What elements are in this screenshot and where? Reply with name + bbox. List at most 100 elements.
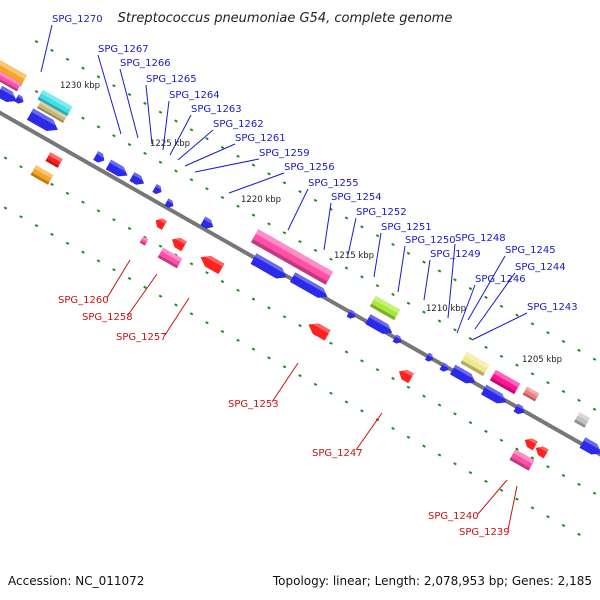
gene-label: SPG_1262 <box>213 119 264 130</box>
tick-mark <box>329 341 333 345</box>
gene-leader-line <box>474 272 516 330</box>
tick-mark <box>329 257 333 261</box>
tick-mark <box>484 345 488 350</box>
gene-label-group: SPG_1245 <box>467 245 556 321</box>
gene-label-group: SPG_1266 <box>119 58 171 139</box>
tick-mark <box>546 515 550 519</box>
gene-leader-line <box>477 479 508 515</box>
gene-label: SPG_1254 <box>331 192 382 203</box>
kbp-marker-label: 1210 kbp <box>426 304 466 314</box>
gene-leader-line <box>228 172 285 194</box>
gene-label: SPG_1270 <box>52 14 103 25</box>
gene-arrow <box>93 151 105 163</box>
tick-mark <box>453 278 457 282</box>
tick-mark <box>422 444 426 448</box>
tick-mark <box>189 178 194 182</box>
gene-block <box>369 295 401 321</box>
gene-label: SPG_1252 <box>356 207 407 218</box>
gene-label-group: SPG_1253 <box>228 362 299 410</box>
tick-mark <box>81 116 85 120</box>
tick-mark <box>19 165 23 169</box>
reverse-gene-labels: SPG_1260SPG_1258SPG_1257SPG_1253SPG_1247… <box>58 259 518 538</box>
tick-mark <box>406 251 411 255</box>
gene-leader-line <box>397 245 406 293</box>
tick-mark <box>267 172 271 176</box>
tick-mark <box>251 213 256 217</box>
tick-mark <box>437 403 442 407</box>
gene-arrow <box>424 352 434 362</box>
gene-block <box>30 165 54 185</box>
gene-arrow <box>200 216 214 229</box>
gene-arrow <box>392 334 402 344</box>
gene-arrow <box>0 85 17 103</box>
tick-mark <box>406 301 411 305</box>
tick-mark <box>50 48 54 53</box>
tick-mark <box>499 354 504 358</box>
gene-leader-line <box>145 84 153 145</box>
gene-block <box>45 152 63 168</box>
tick-mark <box>313 248 318 253</box>
tick-mark <box>127 226 132 231</box>
tick-mark <box>391 376 395 381</box>
accession-label: Accession: NC_011072 <box>8 574 144 588</box>
gene-label: SPG_1245 <box>505 245 556 256</box>
tick-mark <box>19 215 23 219</box>
tick-mark <box>406 435 411 439</box>
genome-stats-label: Topology: linear; Length: 2,078,953 bp; … <box>272 574 592 588</box>
gene-arrow <box>129 172 145 185</box>
gene-leader-line <box>194 158 260 173</box>
gene-leader-line <box>456 284 476 334</box>
gene-label-group: SPG_1252 <box>347 207 407 256</box>
tick-mark <box>282 365 287 369</box>
gene-leader-line <box>127 273 158 316</box>
tick-mark <box>127 92 132 97</box>
gene-arrow <box>14 94 24 104</box>
tick-mark <box>112 84 116 88</box>
tick-mark <box>530 506 535 510</box>
tick-mark <box>561 473 566 478</box>
tick-mark <box>592 357 597 361</box>
tick-mark <box>158 160 163 164</box>
gene-label: SPG_1255 <box>308 178 359 189</box>
gene-arrow <box>480 384 507 404</box>
gene-label: SPG_1253 <box>228 399 279 410</box>
gene-leader-line <box>447 243 456 319</box>
tick-mark <box>546 381 550 385</box>
tick-mark <box>174 169 178 173</box>
gene-block <box>250 229 334 285</box>
gene-leader-line <box>97 54 122 135</box>
gene-leader-line <box>287 188 309 231</box>
gene-label-group: SPG_1243 <box>471 302 578 341</box>
gene-arrow <box>171 237 187 252</box>
gene-label-group: SPG_1261 <box>184 133 286 167</box>
tick-mark <box>375 234 380 238</box>
tick-mark <box>96 259 101 263</box>
tick-mark <box>174 303 178 307</box>
gene-label-group: SPG_1251 <box>373 222 432 278</box>
tick-mark <box>422 394 426 398</box>
gene-label: SPG_1257 <box>116 332 167 343</box>
gene-label-group: SPG_1239 <box>459 485 518 538</box>
tick-mark <box>298 373 302 378</box>
map-title: Streptococcus pneumoniae G54, complete g… <box>118 11 453 26</box>
gene-label-group: SPG_1250 <box>397 235 456 293</box>
tick-mark <box>484 295 488 300</box>
gene-label-group: SPG_1265 <box>145 74 197 145</box>
tick-mark <box>236 338 240 342</box>
gene-label-group: SPG_1267 <box>97 44 149 135</box>
tick-mark <box>251 297 256 301</box>
gene-label-group: SPG_1262 <box>177 119 264 161</box>
tick-mark <box>127 142 132 147</box>
gene-label: SPG_1264 <box>169 90 220 101</box>
gene-label-group: SPG_1264 <box>162 90 220 151</box>
tick-mark <box>453 328 457 332</box>
gene-arrow <box>155 218 167 230</box>
tick-mark <box>251 347 256 351</box>
tick-mark <box>112 268 116 272</box>
tick-mark <box>189 262 194 266</box>
tick-mark <box>530 322 535 326</box>
gene-arrow <box>152 184 162 195</box>
tick-mark <box>251 163 256 167</box>
tick-mark <box>546 465 550 469</box>
tick-mark <box>34 39 39 44</box>
